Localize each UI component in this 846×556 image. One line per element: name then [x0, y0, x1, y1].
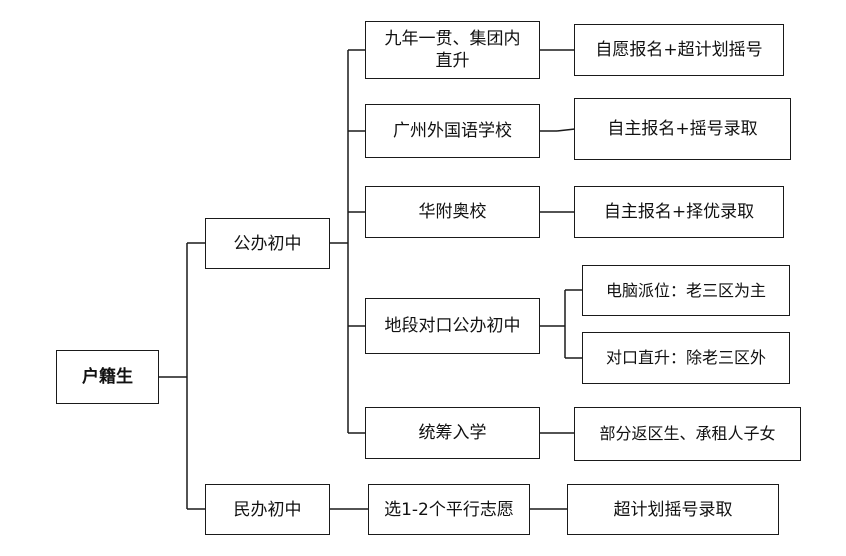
huafu-method-label: 自主报名+择优录取: [603, 202, 755, 222]
public-middle-school-node: 公办初中: [205, 218, 330, 269]
public-middle-school-label: 公办初中: [233, 233, 302, 254]
overall-method-node: 部分返区生、承租人子女: [574, 407, 801, 461]
district-school-node: 地段对口公办初中: [365, 298, 540, 354]
root-node: 户籍生: [56, 350, 159, 404]
guangwai-school-label: 广州外国语学校: [393, 121, 512, 141]
nine-year-method-label: 自愿报名+超计划摇号: [595, 40, 763, 60]
overall-admission-label: 统筹入学: [418, 423, 487, 443]
root-label: 户籍生: [82, 367, 133, 387]
direct-promotion-node: 对口直升：除老三区外: [582, 332, 790, 384]
overall-admission-node: 统筹入学: [365, 407, 540, 459]
nine-year-method-node: 自愿报名+超计划摇号: [574, 24, 784, 76]
private-middle-school-node: 民办初中: [205, 484, 330, 535]
private-method-label: 超计划摇号录取: [613, 499, 733, 520]
huafu-method-node: 自主报名+择优录取: [574, 186, 784, 238]
parallel-choice-node: 选1-2个平行志愿: [368, 484, 530, 535]
guangwai-school-node: 广州外国语学校: [365, 104, 540, 158]
computer-assign-node: 电脑派位：老三区为主: [582, 265, 790, 316]
private-method-node: 超计划摇号录取: [567, 484, 779, 535]
private-middle-school-label: 民办初中: [233, 499, 302, 520]
computer-assign-label: 电脑派位：老三区为主: [605, 280, 766, 300]
connector: [556, 128, 576, 132]
direct-promotion-label: 对口直升：除老三区外: [605, 348, 766, 367]
overall-method-label: 部分返区生、承租人子女: [599, 424, 776, 443]
guangwai-method-node: 自主报名+摇号录取: [574, 98, 791, 160]
nine-year-school-label: 九年一贯、集团内直升: [384, 29, 521, 71]
huafu-school-node: 华附奥校: [365, 186, 540, 238]
district-school-label: 地段对口公办初中: [384, 316, 521, 336]
nine-year-school-node: 九年一贯、集团内直升: [365, 21, 540, 79]
guangwai-method-label: 自主报名+摇号录取: [607, 119, 758, 139]
parallel-choice-label: 选1-2个平行志愿: [384, 499, 514, 520]
huafu-school-label: 华附奥校: [418, 202, 487, 222]
